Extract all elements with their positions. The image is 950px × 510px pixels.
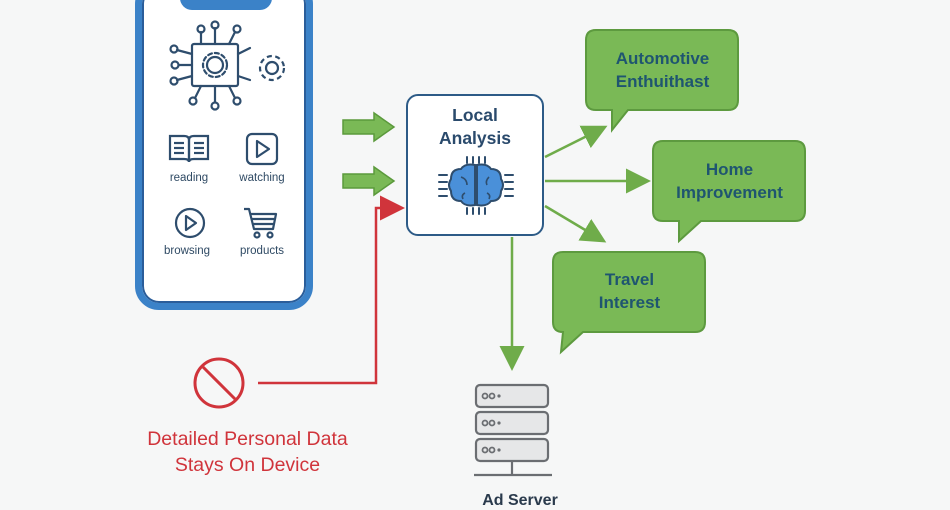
- privacy-connector: [258, 195, 405, 385]
- prohibited-icon: [193, 357, 245, 409]
- interest-bubble-automotive: [585, 29, 739, 133]
- activity-label-products: products: [239, 245, 285, 257]
- bubble-text-home: Home Improvement: [653, 158, 806, 204]
- analysis-title-line2: Analysis: [439, 128, 511, 148]
- bubble-automotive-line2: Enthuithast: [615, 72, 710, 91]
- bubble-text-travel: Travel Interest: [553, 268, 706, 314]
- bubble-automotive-line1: Automotive: [615, 49, 710, 68]
- circle-play-icon: [174, 207, 206, 239]
- processor-chip-icon: [169, 20, 252, 111]
- phone-notch: [180, 0, 272, 10]
- activity-label-browsing: browsing: [163, 245, 211, 257]
- interest-bubble-travel: [552, 251, 706, 355]
- video-play-icon: [245, 132, 279, 166]
- privacy-note-line2: Stays On Device: [174, 454, 321, 476]
- phone-device: [135, 0, 313, 310]
- server-label: Ad Server: [482, 492, 558, 509]
- activity-label-reading: reading: [169, 172, 209, 184]
- bubble-home-line1: Home: [705, 160, 754, 179]
- bubble-travel-line2: Interest: [598, 293, 661, 312]
- analysis-title-line1: Local: [452, 105, 498, 125]
- activity-label-watching: watching: [239, 172, 285, 184]
- privacy-note-line1: Detailed Personal Data: [147, 428, 348, 450]
- shopping-cart-icon: [244, 207, 278, 239]
- bubble-text-automotive: Automotive Enthuithast: [586, 47, 739, 93]
- gear-icon: [258, 54, 286, 82]
- input-arrow-2: [342, 165, 396, 197]
- bubble-home-line2: Improvement: [676, 183, 783, 202]
- arrow-to-automotive: [544, 125, 608, 159]
- bubble-travel-line1: Travel: [604, 270, 655, 289]
- input-arrow-1: [342, 111, 396, 143]
- server-icon: [474, 383, 552, 477]
- privacy-note: Detailed Personal Data Stays On Device: [110, 426, 385, 478]
- ai-brain-icon: [438, 156, 514, 215]
- arrow-to-travel: [544, 204, 607, 243]
- local-analysis-title: Local Analysis: [406, 104, 544, 150]
- interest-bubble-home: [652, 140, 806, 244]
- book-icon: [168, 134, 210, 163]
